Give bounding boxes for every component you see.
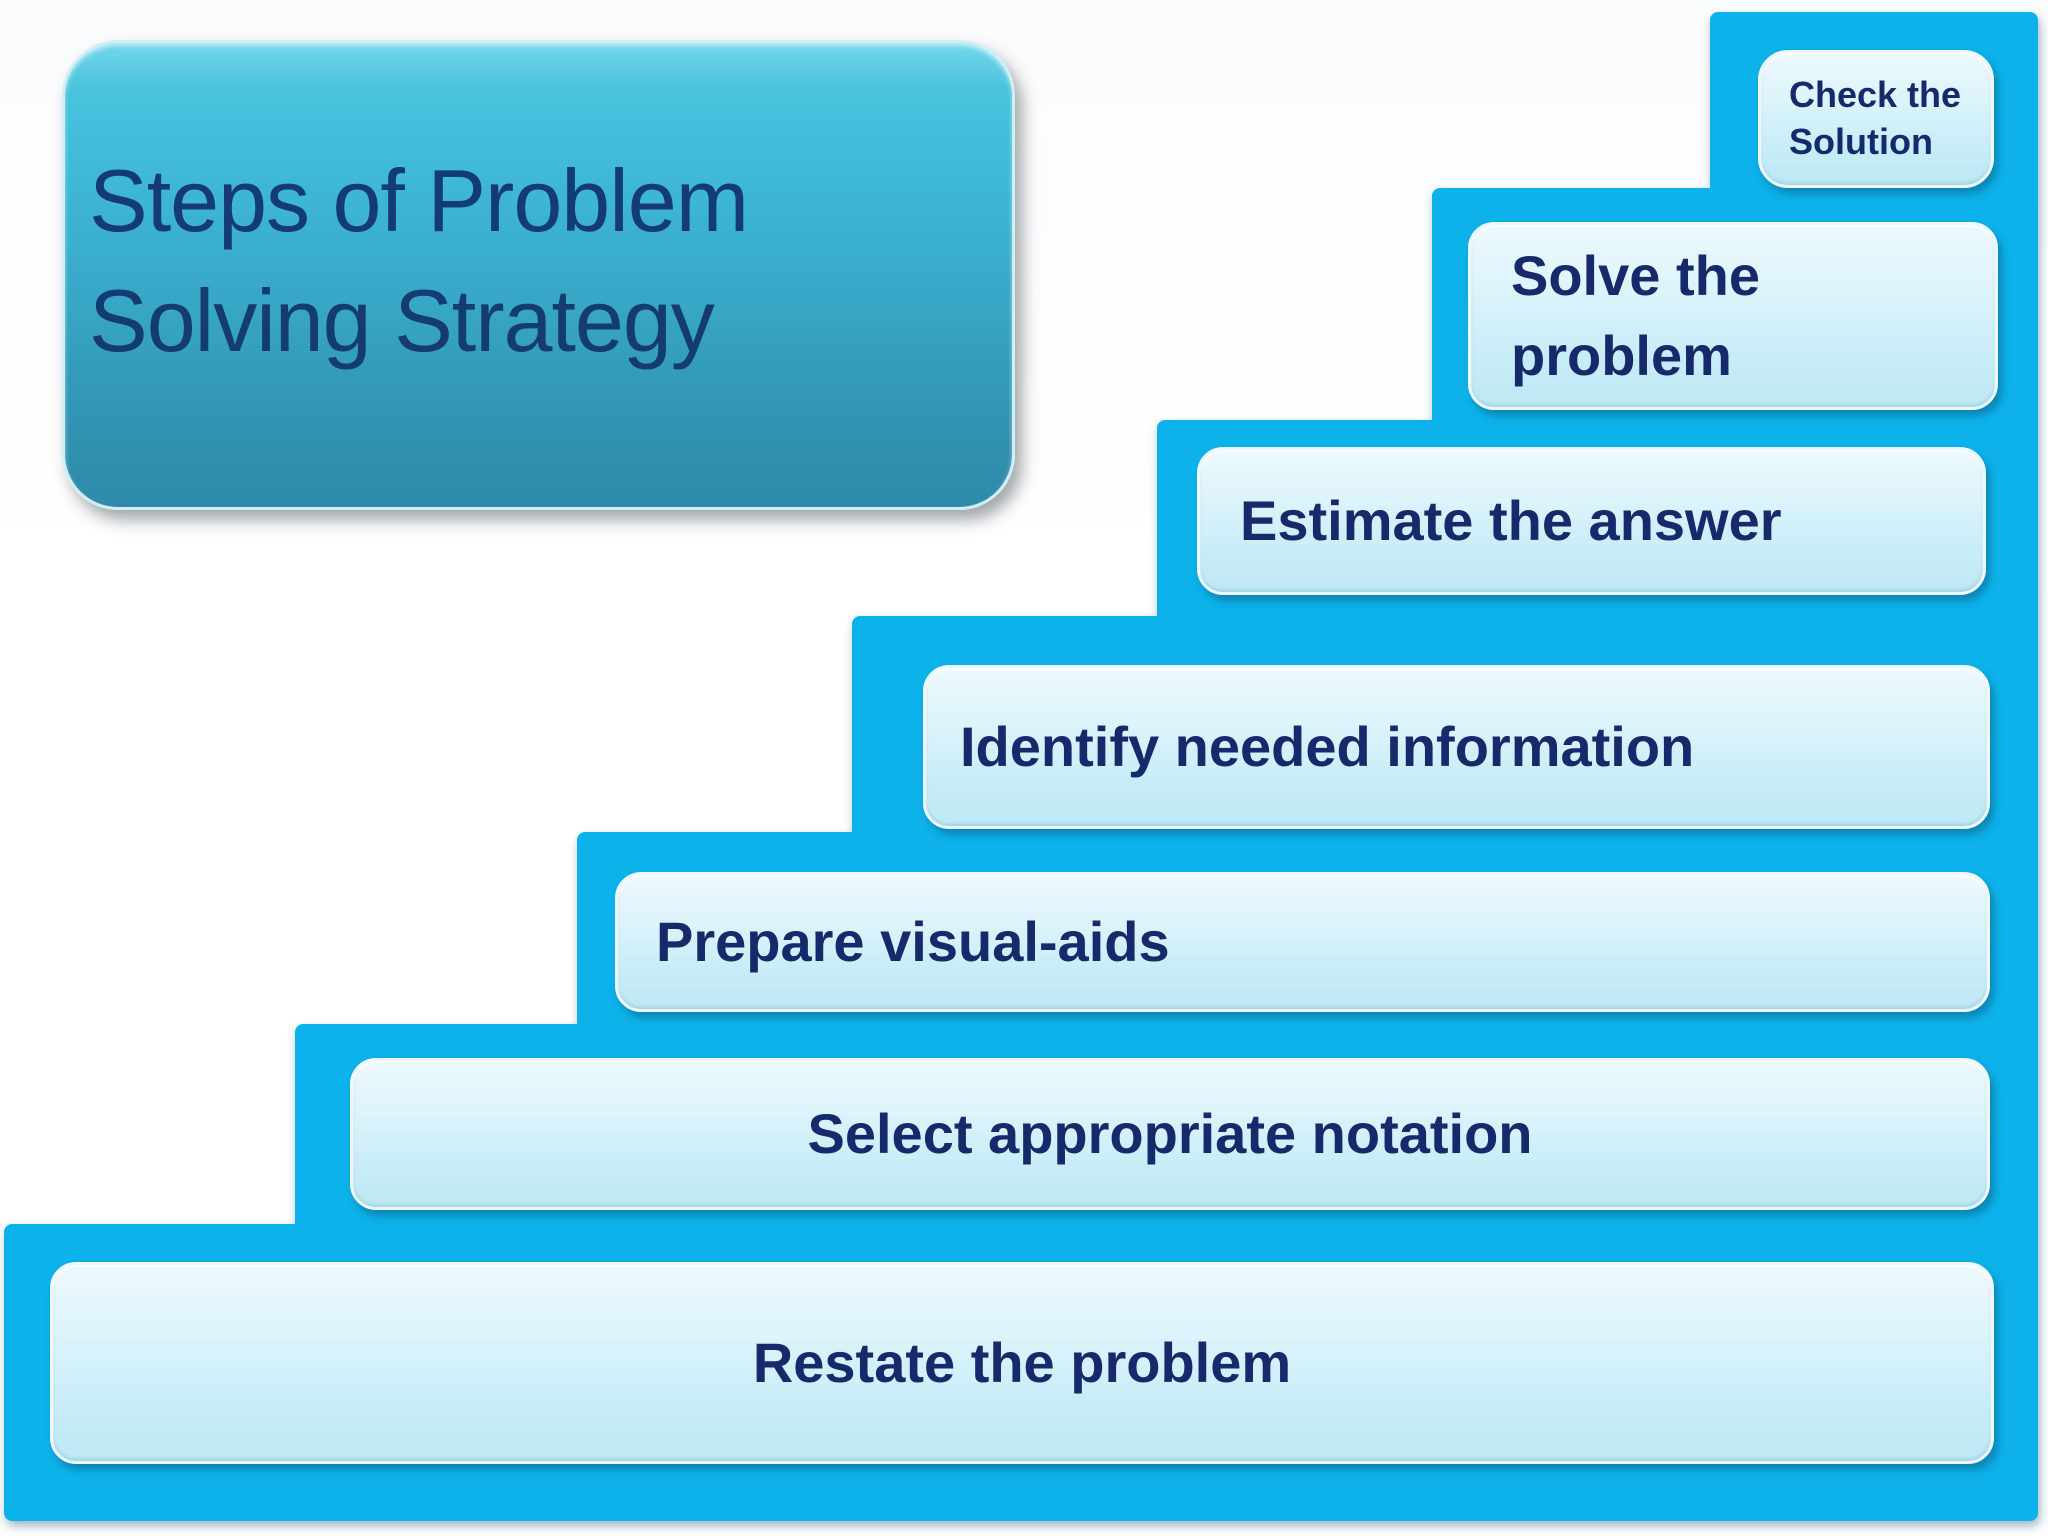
- step-label-line-1: Check the: [1789, 74, 1962, 116]
- step-box-select-appropriate-notation: Select appropriate notation: [350, 1058, 1990, 1210]
- step-label: Prepare visual-aids: [656, 910, 1170, 974]
- step-box-check-the-solution: Check the Solution: [1758, 50, 1994, 188]
- step-label: Restate the problem: [752, 1331, 1292, 1395]
- step-label: Estimate the answer: [1240, 489, 1782, 553]
- step-label: Identify needed information: [960, 715, 1695, 779]
- step-box-solve-the-problem: Solve the problem: [1468, 222, 1998, 410]
- step-label-line-2: problem: [1511, 324, 1732, 387]
- step-label-line-1: Solve the: [1511, 244, 1760, 308]
- title-line-1: Steps of Problem: [89, 151, 749, 250]
- title-line-2: Solving Strategy: [89, 270, 715, 370]
- step-box-restate-the-problem: Restate the problem: [50, 1262, 1994, 1464]
- step-box-prepare-visual-aids: Prepare visual-aids: [615, 872, 1990, 1012]
- step-label: Select appropriate notation: [807, 1102, 1533, 1166]
- step-box-identify-needed-information: Identify needed information: [923, 665, 1990, 829]
- step-label-line-2: Solution: [1789, 121, 1933, 162]
- step-box-estimate-the-answer: Estimate the answer: [1197, 447, 1986, 595]
- title-box: Steps of Problem Solving Strategy: [62, 40, 1015, 510]
